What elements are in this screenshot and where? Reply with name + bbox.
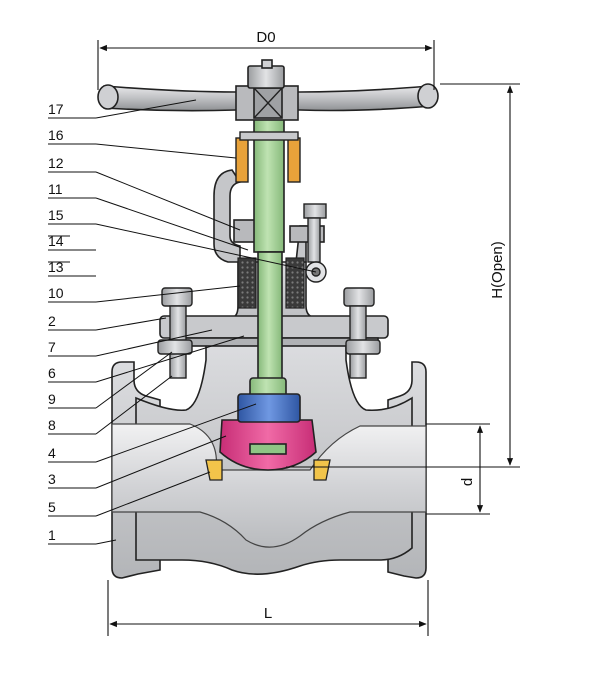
label-12: 12 xyxy=(48,155,64,171)
yoke-sleeve xyxy=(235,131,301,183)
label-3: 3 xyxy=(48,471,56,487)
body-bolts xyxy=(157,287,381,379)
handwheel xyxy=(97,59,439,121)
label-13: 13 xyxy=(48,259,64,275)
gland-eyebolt xyxy=(303,203,327,283)
seat-rings xyxy=(205,459,331,481)
label-7: 7 xyxy=(48,339,56,355)
label-1: 1 xyxy=(48,527,56,543)
leader-lines xyxy=(48,99,317,545)
label-16: 16 xyxy=(48,127,64,143)
label-9: 9 xyxy=(48,391,56,407)
label-4: 4 xyxy=(48,445,56,461)
dim-d0: D0 xyxy=(256,29,275,46)
dim-l: L xyxy=(264,605,272,622)
label-2: 2 xyxy=(48,313,56,329)
part-labels: 17 16 12 11 15 14 13 10 2 7 6 9 8 4 3 5 … xyxy=(48,101,64,543)
label-6: 6 xyxy=(48,365,56,381)
label-14: 14 xyxy=(48,233,64,249)
dimension-lines xyxy=(97,40,520,636)
label-11: 11 xyxy=(48,181,63,197)
dim-d: d xyxy=(459,478,476,486)
valve-disc xyxy=(219,393,317,471)
label-5: 5 xyxy=(48,499,56,515)
packing xyxy=(237,257,305,309)
dim-h-open: H(Open) xyxy=(489,241,506,299)
label-15: 15 xyxy=(48,207,64,223)
label-8: 8 xyxy=(48,417,56,433)
label-17: 17 xyxy=(48,101,64,117)
label-10: 10 xyxy=(48,285,64,301)
